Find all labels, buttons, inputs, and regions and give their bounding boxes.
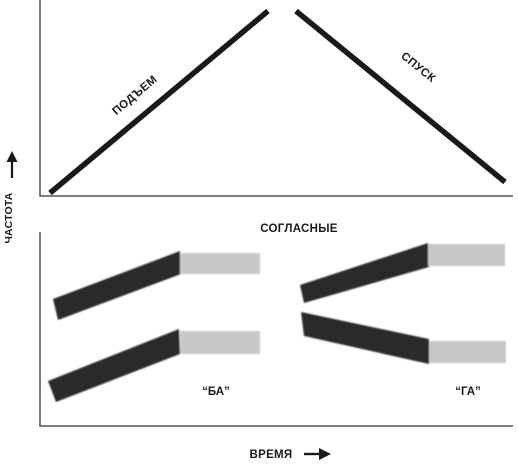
x-axis-label-group: ВРЕМЯ: [250, 448, 331, 461]
ba-formant-pattern: [48, 251, 260, 402]
ba-label: “БА”: [202, 386, 230, 398]
top-panel: ПОДЪЕМ СПУСК: [39, 0, 513, 197]
bottom-panel: СОГЛАСНЫЕ “БА” “ГА”: [39, 223, 513, 427]
consonants-title: СОГЛАСНЫЕ: [260, 223, 338, 235]
ga-formant-pattern: [300, 243, 506, 364]
fall-line: [294, 8, 507, 185]
bottom-panel-frame: [39, 232, 513, 427]
ga-label: “ГА”: [455, 386, 481, 398]
rise-line: [48, 8, 270, 196]
up-arrow-icon: [6, 151, 18, 178]
top-panel-frame: [39, 0, 513, 197]
ga-upper-steady-state: [428, 244, 505, 266]
ba-upper-transition: [53, 251, 181, 320]
fall-label: СПУСК: [398, 50, 438, 85]
right-arrow-icon: [304, 448, 331, 460]
y-axis-label-group: ЧАСТОТА: [3, 151, 18, 244]
ga-upper-transition: [300, 243, 429, 303]
ba-upper-steady-state: [180, 253, 260, 274]
ba-lower-transition: [48, 329, 180, 402]
ba-lower-steady-state: [180, 331, 260, 354]
x-axis-label: ВРЕМЯ: [250, 449, 293, 461]
y-axis-label: ЧАСТОТА: [3, 192, 15, 243]
ga-lower-steady-state: [429, 341, 506, 363]
ga-lower-transition: [301, 312, 429, 364]
